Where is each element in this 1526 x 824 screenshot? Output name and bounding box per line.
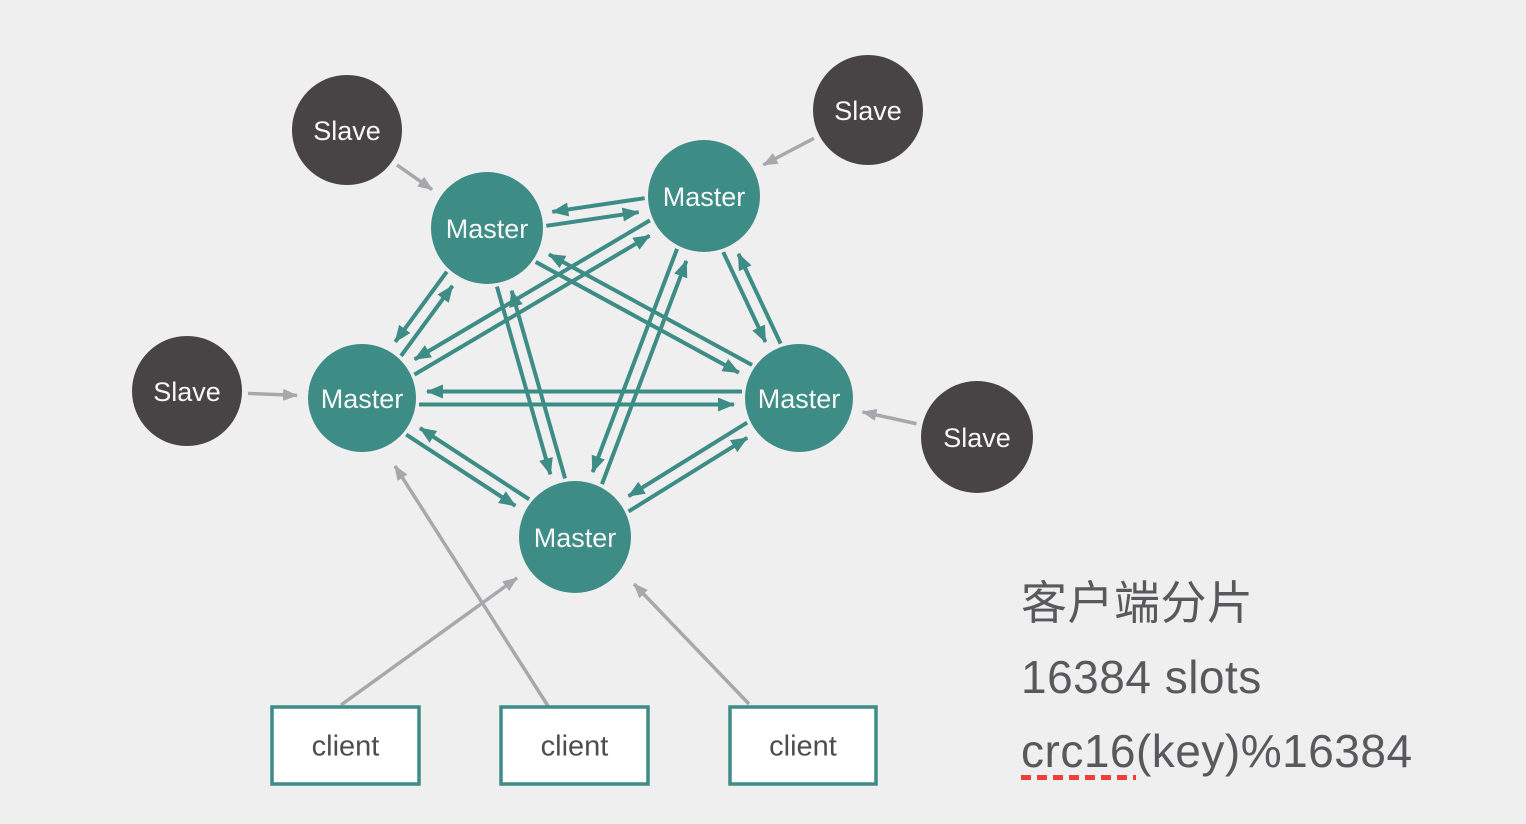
master-node-2	[648, 140, 760, 252]
annotation-line-sharding: 客户端分片	[1021, 577, 1254, 629]
slave-node-label: Slave	[313, 116, 381, 146]
slave-node-3	[132, 336, 242, 446]
slave-arrow-s1	[395, 163, 434, 192]
slave-arrow-s2	[762, 136, 815, 167]
mesh-arrow-m4-m5	[627, 420, 749, 498]
slave-node-label: Slave	[834, 96, 902, 126]
mesh-arrow-m3-m5	[405, 432, 517, 508]
client-box-label: client	[541, 731, 609, 763]
annotation-crc16-underlined: crc16	[1021, 728, 1136, 780]
annotation-line-formula: crc16(key)%16384	[1021, 714, 1413, 788]
client-box-3	[728, 705, 878, 786]
annotation-line-slots: 16384 slots	[1021, 651, 1262, 703]
slave-node-1	[292, 75, 402, 185]
slave-arrow-s3	[247, 388, 299, 401]
mesh-arrow-m3-m1	[399, 284, 455, 358]
mesh-arrow-m4-m1	[547, 252, 754, 367]
master-node-4	[745, 344, 853, 452]
client-box-label: client	[312, 731, 380, 763]
master-node-label: Master	[663, 182, 746, 212]
mesh-arrow-m5-m1	[509, 289, 568, 480]
client-arrow-1	[339, 576, 519, 707]
master-node-label: Master	[758, 384, 841, 414]
master-node-5	[519, 481, 631, 593]
mesh-arrow-m1-m2	[546, 207, 640, 228]
annotation-formula-rest: (key)%16384	[1135, 725, 1413, 777]
mesh-arrow-m1-m3	[393, 270, 449, 343]
mesh-arrow-m2-m4	[721, 251, 768, 343]
slave-node-label: Slave	[153, 377, 221, 407]
master-node-label: Master	[446, 214, 529, 244]
mesh-arrow-m5-m3	[418, 426, 531, 501]
master-node-1	[431, 172, 543, 284]
slave-node-2	[813, 55, 923, 165]
mesh-arrow-m2-m3	[413, 218, 651, 362]
mesh-arrow-m1-m5	[494, 285, 553, 476]
slave-arrow-s4	[861, 409, 917, 426]
mesh-arrow-m3-m2	[413, 233, 651, 377]
master-node-label: Master	[321, 384, 404, 414]
mesh-arrow-m4-m2	[736, 252, 783, 345]
client-box-2	[499, 705, 650, 786]
client-arrow-2	[393, 465, 550, 707]
annotation-block: 客户端分片 16384 slots crc16(key)%16384	[1021, 566, 1413, 788]
mesh-arrow-m5-m2	[600, 260, 689, 485]
slave-node-label: Slave	[943, 423, 1011, 453]
mesh-arrow-m1-m4	[534, 260, 740, 375]
slave-node-4	[921, 381, 1033, 493]
master-node-3	[308, 344, 416, 452]
mesh-arrow-m2-m1	[551, 196, 645, 217]
client-box-1	[270, 705, 421, 786]
client-box-label: client	[769, 731, 837, 763]
mesh-arrow-m2-m5	[590, 248, 679, 473]
master-node-label: Master	[534, 523, 617, 553]
client-arrow-3	[632, 582, 751, 706]
mesh-arrow-m5-m4	[627, 436, 749, 514]
